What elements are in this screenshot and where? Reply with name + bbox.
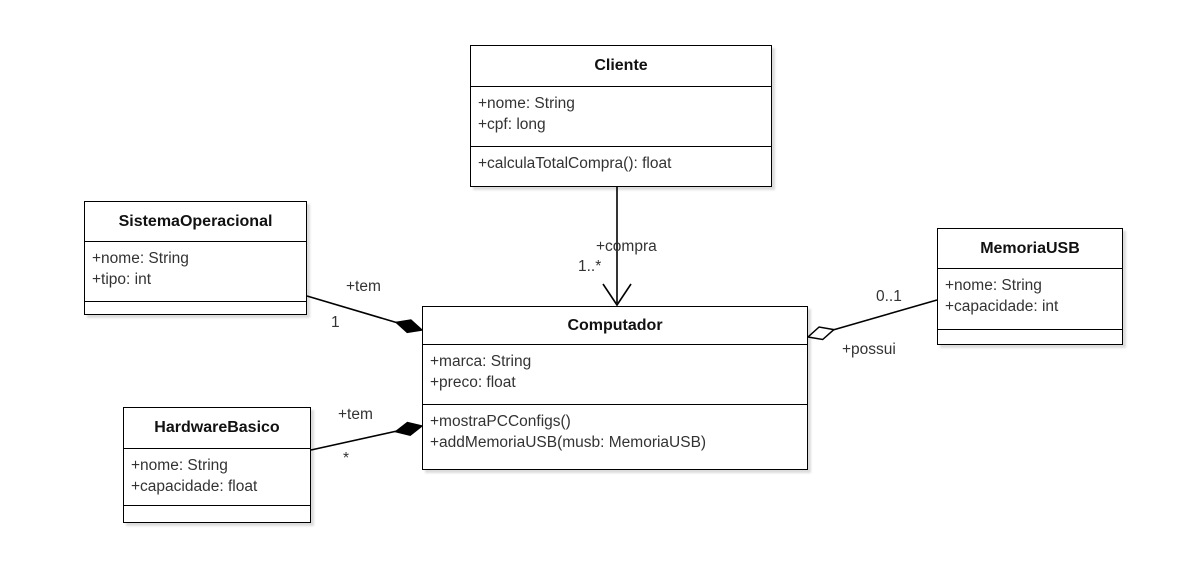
attributes-compartment: +marca: String +preco: float: [423, 344, 807, 404]
attribute-line: +tipo: int: [92, 271, 152, 288]
composition-line: [310, 430, 398, 451]
attribute-line: +capacidade: float: [131, 478, 258, 495]
aggregation-line: [832, 299, 938, 331]
methods-compartment: [124, 505, 310, 521]
attribute-line: +preco: float: [430, 374, 516, 391]
attributes-compartment: +nome: String +tipo: int: [85, 241, 306, 301]
filled-diamond-icon: [394, 319, 424, 334]
relation-tem-sistema-multiplicity: 1: [331, 314, 340, 331]
class-box-computador: Computador +marca: String +preco: float …: [422, 306, 808, 470]
relation-tem-sistema-label: +tem: [346, 278, 381, 295]
class-box-hardware-basico: HardwareBasico +nome: String +capacidade…: [123, 407, 311, 523]
attribute-line: +marca: String: [430, 353, 532, 370]
class-name: SistemaOperacional: [118, 212, 273, 230]
relation-tem-hardware-edge: [310, 421, 424, 451]
relation-tem-hardware-label: +tem: [338, 406, 373, 423]
relation-possui-multiplicity: 0..1: [876, 288, 902, 305]
attributes-compartment: +nome: String +capacidade: float: [124, 448, 310, 505]
class-name: Computador: [567, 316, 663, 334]
relation-tem-sistema-edge: [306, 295, 424, 334]
attribute-line: +capacidade: int: [945, 298, 1059, 315]
relation-possui-edge: [806, 299, 938, 341]
method-line: +addMemoriaUSB(musb: MemoriaUSB): [430, 434, 707, 451]
method-line: +mostraPCConfigs(): [430, 413, 571, 430]
open-arrowhead-icon: [602, 283, 632, 307]
class-box-memoria-usb: MemoriaUSB +nome: String +capacidade: in…: [937, 228, 1123, 345]
attribute-line: +nome: String: [945, 277, 1042, 294]
hollow-diamond-icon: [806, 326, 836, 341]
relation-compra-edge: [602, 187, 632, 307]
composition-line: [306, 295, 399, 324]
relation-tem-hardware-multiplicity: *: [343, 450, 350, 467]
methods-compartment: +mostraPCConfigs() +addMemoriaUSB(musb: …: [423, 404, 807, 468]
attribute-line: +nome: String: [131, 457, 228, 474]
class-name: HardwareBasico: [154, 419, 280, 436]
attributes-compartment: +nome: String +cpf: long: [471, 86, 771, 146]
class-box-cliente: Cliente +nome: String +cpf: long +calcul…: [470, 45, 772, 187]
filled-diamond-icon: [394, 421, 424, 436]
attribute-line: +nome: String: [478, 95, 575, 112]
methods-compartment: [938, 329, 1122, 343]
method-line: +calculaTotalCompra(): float: [478, 155, 672, 172]
relation-possui-label: +possui: [842, 341, 896, 358]
methods-compartment: +calculaTotalCompra(): float: [471, 146, 771, 185]
relation-compra-multiplicity: 1..*: [578, 258, 602, 275]
class-name: Cliente: [594, 57, 648, 74]
methods-compartment: [85, 301, 306, 313]
attributes-compartment: +nome: String +capacidade: int: [938, 268, 1122, 329]
attribute-line: +cpf: long: [478, 116, 546, 133]
class-name: MemoriaUSB: [980, 239, 1080, 257]
relation-compra-label: +compra: [596, 238, 657, 255]
class-box-sistema-operacional: SistemaOperacional +nome: String +tipo: …: [84, 201, 307, 315]
attribute-line: +nome: String: [92, 250, 189, 267]
